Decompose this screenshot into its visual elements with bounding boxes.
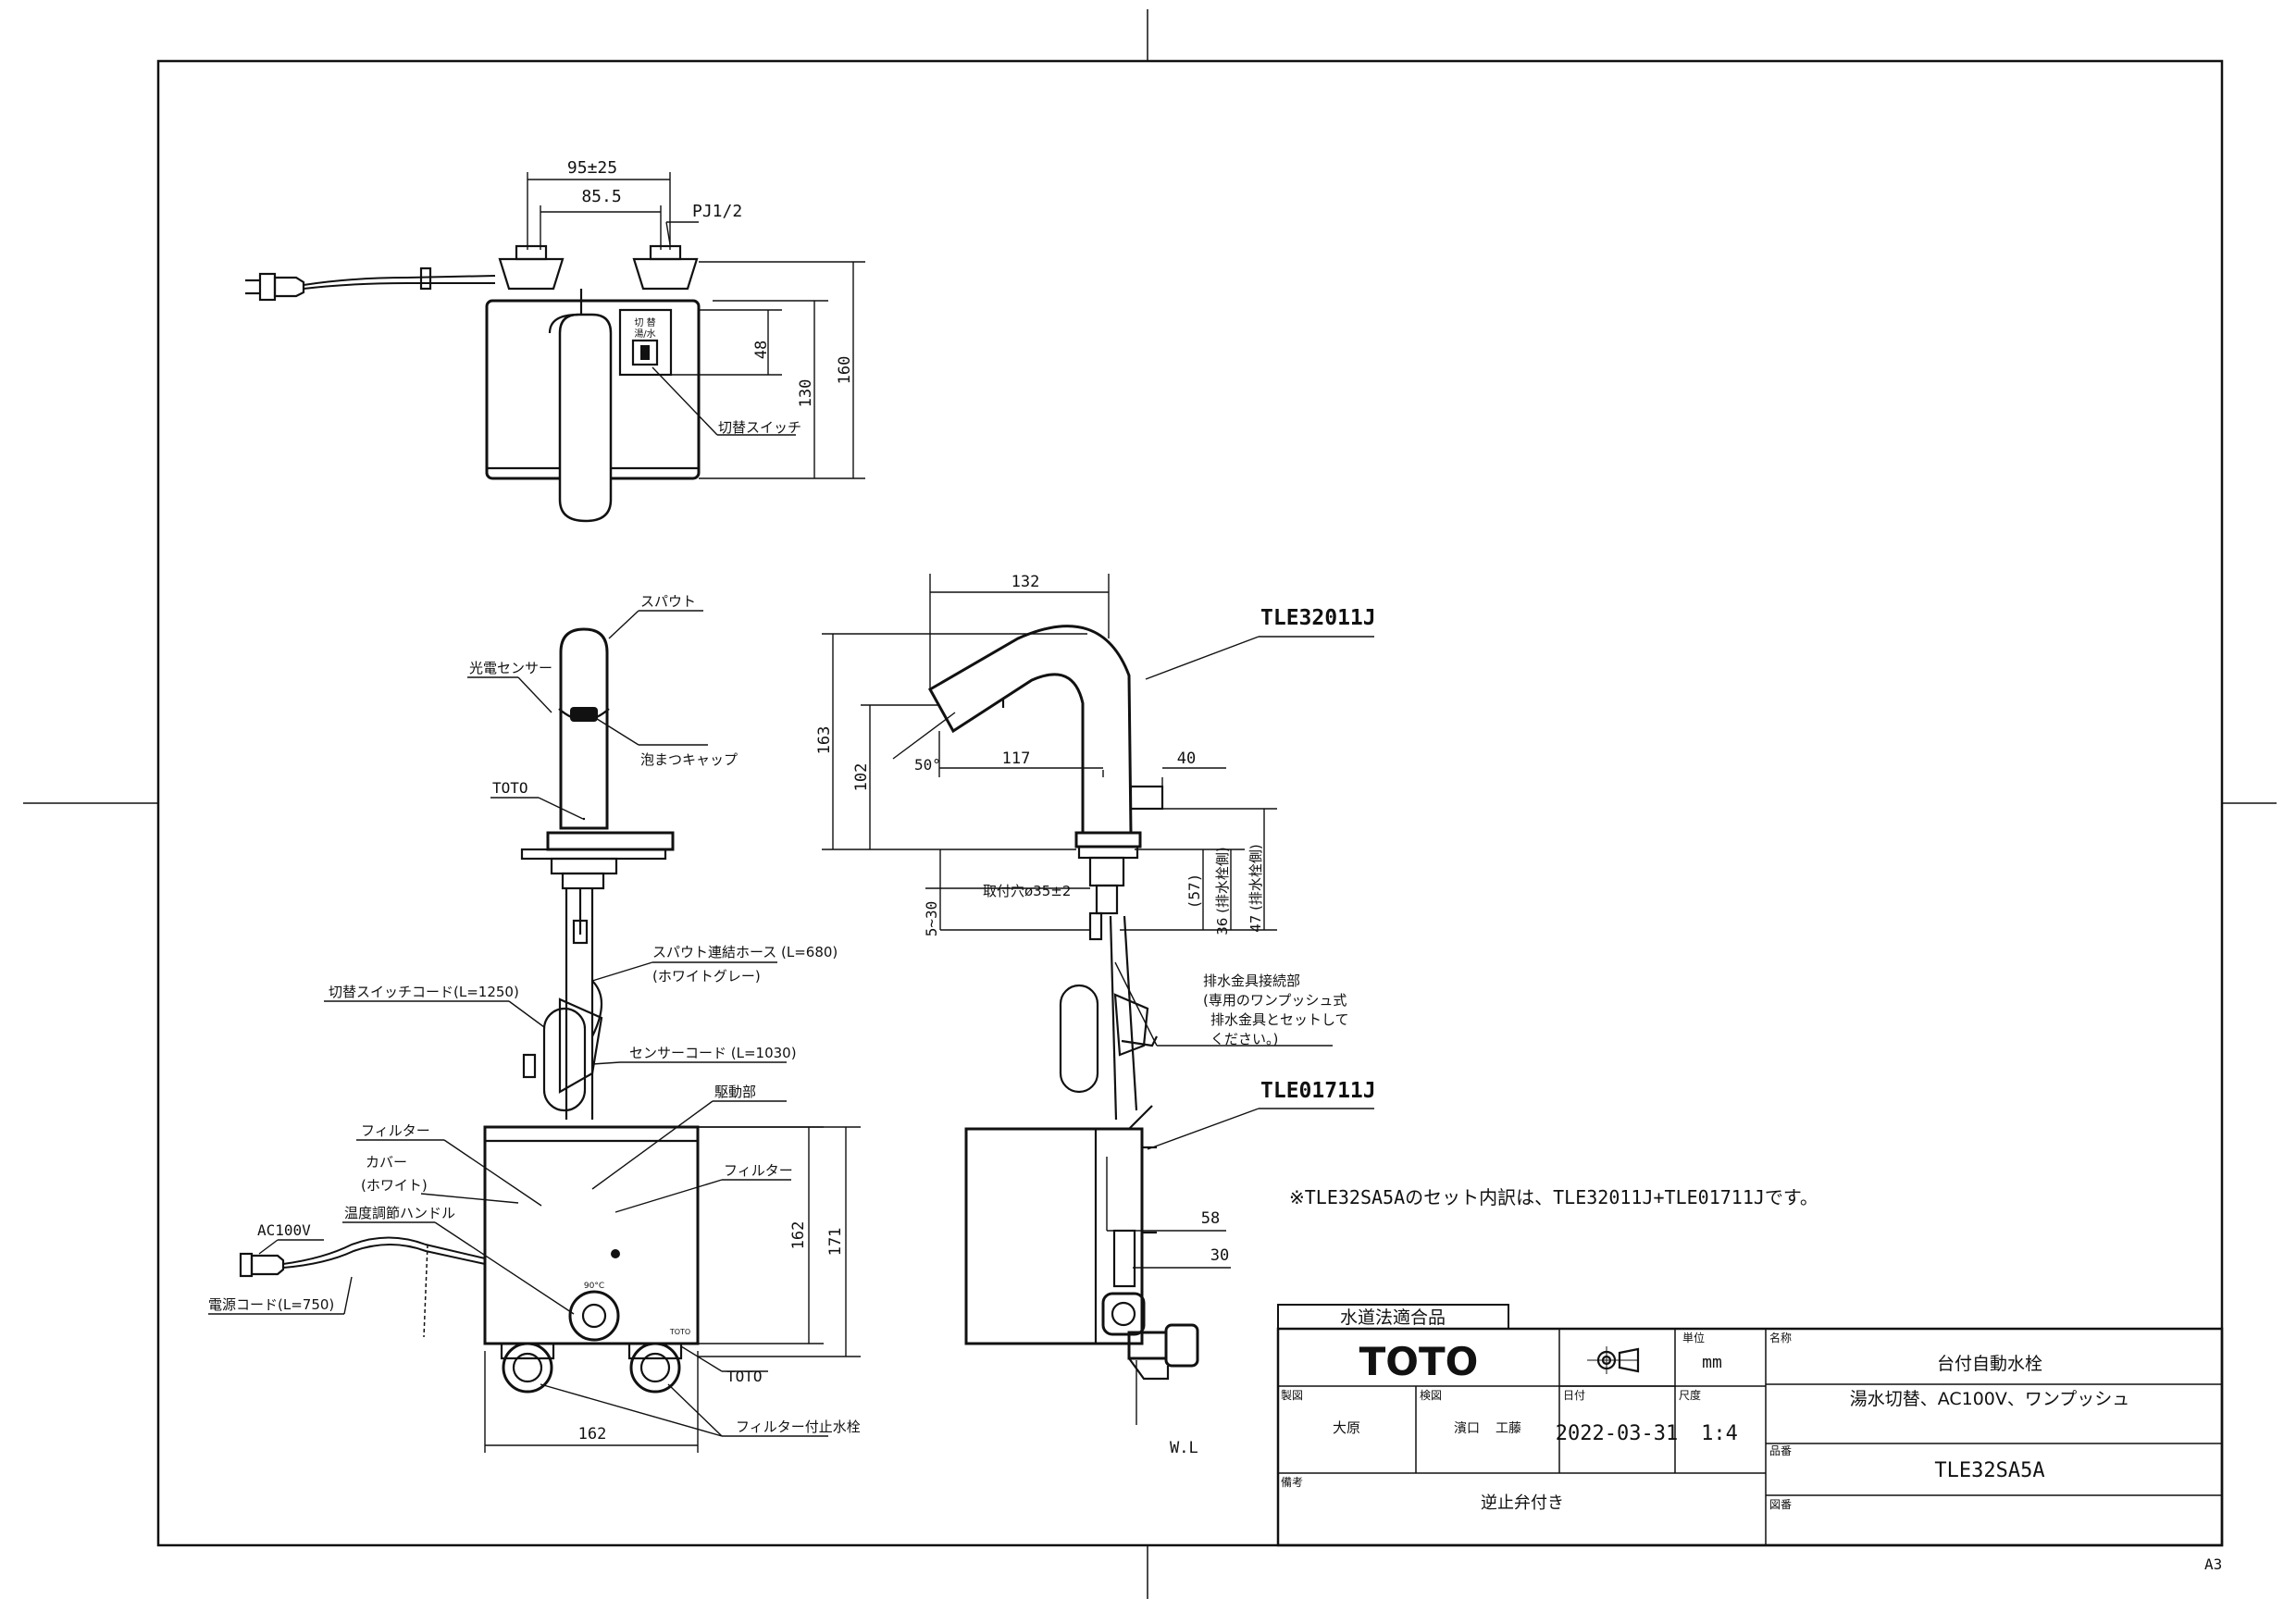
dim-171: 171 [826,1228,845,1257]
label-toto: TOTO [492,779,528,797]
drain-note-3: 排水金具とセットして [1210,1011,1349,1028]
drain-note-2: (専用のワンプッシュ式 [1203,992,1347,1009]
label-cover: カバー [366,1154,407,1171]
product-spec: 湯水切替、AC100V、ワンプッシュ [1850,1389,2130,1409]
date-value: 2022-03-31 [1556,1422,1678,1445]
filter-valves [500,1342,683,1394]
title-block: 水道法適合品 TOTO 単位 mm 名称 台付自動水栓 湯水切替、AC100V、… [1276,1304,2224,1547]
brand-logo: TOTO [1359,1339,1479,1384]
cord-loop [542,1007,587,1112]
drawn-by: 大原 [1333,1419,1360,1436]
label-temp-handle: 温度調節ハンドル [344,1205,455,1221]
remarks-value: 逆止弁付き [1481,1493,1564,1513]
drawing-no-label: 図番 [1769,1498,1792,1511]
svg-text:TOTO: TOTO [669,1328,690,1336]
dim-102: 102 [852,763,871,792]
scale-value: 1:4 [1701,1422,1738,1445]
switch-panel [618,308,673,377]
unit-value: mm [1702,1353,1722,1372]
side-view: 132 TLE32011J 163 102 50° 117 40 取付穴ø35±… [815,573,1376,1457]
spout-front [559,627,609,830]
drive-unit-side [964,1127,1144,1345]
front-view: 90°C TOTO [208,593,861,1453]
dim-47: 47 (排水栓側) [1247,844,1264,933]
drain-note-4: ください。) [1210,1031,1278,1047]
svg-text:湯/水: 湯/水 [634,328,655,340]
label-hose: スパウト連結ホース (L=680) [652,944,838,960]
dim-pj: PJ1/2 [692,202,742,221]
label-valve: フィルター付止水栓 [736,1419,861,1435]
label-power-cord: 電源コード(L=750) [208,1296,334,1313]
water-level: W.L [1170,1439,1198,1457]
dim-85: 85.5 [581,187,621,206]
compliance-label: 水道法適合品 [1340,1307,1446,1328]
label-switch-cord: 切替スイッチコード(L=1250) [329,984,519,1000]
dim-160: 160 [836,356,854,385]
model-spout: TLE32011J [1260,606,1376,630]
model-unit: TLE01711J [1260,1079,1376,1103]
center-marks [23,9,2277,1599]
svg-text:切 替: 切 替 [634,316,655,328]
label-sensor: 光電センサー [469,660,552,676]
dim-40: 40 [1177,750,1196,768]
dim-117: 117 [1002,750,1031,768]
dim-132: 132 [1011,573,1040,591]
remarks-label: 備考 [1281,1475,1303,1489]
set-note: ※TLE32SA5Aのセット内訳は、TLE32011J+TLE01711Jです。 [1289,1186,1818,1208]
checked-by-1: 濱口 [1454,1421,1480,1436]
dim-58: 58 [1201,1209,1220,1228]
model-label: 品番 [1769,1444,1792,1457]
drawn-label: 製図 [1281,1389,1303,1402]
label-filter-1: フィルター [361,1122,430,1139]
dim-162-height: 162 [789,1221,808,1250]
scale-label: 尺度 [1679,1388,1701,1402]
name-label: 名称 [1769,1331,1792,1344]
label-cap: 泡まつキャップ [640,751,738,768]
supply-nuts [498,244,699,291]
checked-label: 検図 [1420,1389,1442,1402]
dim-50deg: 50° [914,756,941,774]
drive-unit [483,1125,700,1345]
label-hose-color: (ホワイトグレー) [652,968,761,985]
dim-162-width: 162 [578,1425,607,1443]
label-filter-2: フィルター [724,1162,793,1179]
label-sensor-cord: センサーコード (L=1030) [629,1045,797,1061]
checked-by-2: 工藤 [1496,1421,1521,1436]
date-label: 日付 [1563,1389,1585,1402]
label-switch: 切替スイッチ [718,419,801,436]
dim-5-30: 5~30 [923,901,940,937]
dim-163: 163 [815,726,834,755]
dim-30: 30 [1210,1246,1229,1265]
dim-36: 36 (排水栓側) [1214,847,1231,935]
label-cover-color: (ホワイト) [361,1177,428,1194]
sheet-size: A3 [2204,1555,2222,1573]
label-spout: スパウト [640,593,696,610]
projection-symbol [1587,1346,1640,1374]
spout-side [927,625,1133,835]
product-name: 台付自動水栓 [1937,1354,2042,1374]
power-cord-front [239,1236,486,1338]
side-valve [1101,1229,1199,1381]
dim-hole: 取付穴ø35±2 [983,883,1071,899]
dim-95: 95±25 [567,158,617,178]
top-view: 切 替 湯/水 95±25 85.5 PJ1/2 48 [245,158,865,523]
unit-label: 単位 [1682,1331,1705,1344]
label-drive: 駆動部 [714,1084,756,1100]
drain-note-1: 排水金具接続部 [1203,973,1300,989]
model-value: TLE32SA5A [1934,1459,2044,1482]
drain-loop [1059,984,1099,1094]
dim-57: (57) [1185,873,1203,910]
dim-48: 48 [752,341,771,359]
power-plug-top [245,266,496,302]
svg-text:90°C: 90°C [584,1282,604,1291]
label-ac: AC100V [257,1221,311,1239]
dim-130: 130 [797,379,815,408]
label-toto-2: TOTO [726,1368,763,1385]
